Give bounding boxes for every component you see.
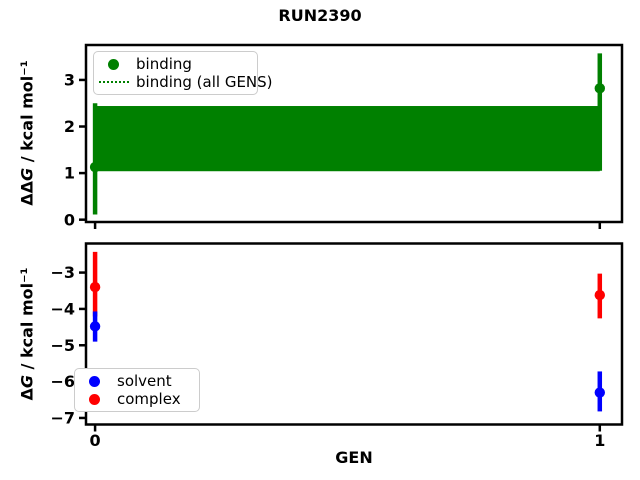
legend-item-binding: binding <box>97 55 251 73</box>
legend-label-solvent: solvent <box>117 372 172 390</box>
y-tick-label: −5 <box>50 336 75 355</box>
legend-item-binding-all-gens: binding (all GENS) <box>97 73 273 91</box>
legend-item-solvent: solvent <box>78 372 193 390</box>
bottom-legend: solvent complex <box>74 368 200 412</box>
y-tick-label: −6 <box>50 372 75 391</box>
solvent-data-point <box>594 387 605 398</box>
top-legend: binding binding (all GENS) <box>93 51 273 95</box>
y-tick-label: 2 <box>64 117 75 136</box>
x-tick-label: 0 <box>90 431 101 450</box>
dotted-line-icon <box>98 81 129 83</box>
y-tick-label: −3 <box>50 263 75 282</box>
ylabel-delta: ΔΔ <box>17 180 37 206</box>
legend-label-complex: complex <box>117 390 181 408</box>
ylabel-units: / kcal mol⁻¹ <box>17 60 37 168</box>
y-tick-label: 0 <box>64 210 75 229</box>
legend-marker-cell <box>78 393 111 405</box>
x-tick-label: 1 <box>594 431 605 450</box>
complex-dot-icon <box>89 393 100 405</box>
legend-marker-cell <box>97 58 130 70</box>
figure-title: RUN2390 <box>278 6 362 25</box>
x-axis-label: GEN <box>335 448 373 467</box>
ylabel-var: G <box>17 167 37 181</box>
legend-label-binding-all-gens: binding (all GENS) <box>136 73 273 91</box>
ylabel-units: / kcal mol⁻¹ <box>17 267 37 376</box>
top-axes-box <box>84 43 624 224</box>
y-tick-label: 3 <box>64 71 75 90</box>
y-tick-label: −7 <box>50 409 75 428</box>
y-tick-label: −4 <box>50 300 75 319</box>
bottom-axes-box <box>84 242 624 426</box>
bottom-y-axis-label: ΔG / kcal mol⁻¹ <box>18 267 37 400</box>
legend-marker-cell <box>97 81 130 83</box>
legend-marker-cell <box>78 375 111 387</box>
binding-data-point <box>594 83 605 94</box>
binding-dot-icon <box>108 58 119 70</box>
legend-item-complex: complex <box>78 390 193 408</box>
binding-data-point <box>89 161 101 173</box>
complex-data-point <box>89 281 101 293</box>
legend-label-binding: binding <box>136 55 192 73</box>
ylabel-var: G <box>17 375 37 389</box>
top-y-axis-label: ΔΔG / kcal mol⁻¹ <box>18 60 37 205</box>
ylabel-delta: Δ <box>17 388 37 401</box>
complex-data-point <box>594 289 605 301</box>
solvent-dot-icon <box>89 375 100 387</box>
solvent-data-point <box>89 321 101 332</box>
y-tick-label: 1 <box>64 164 75 183</box>
confidence-band <box>95 106 600 172</box>
